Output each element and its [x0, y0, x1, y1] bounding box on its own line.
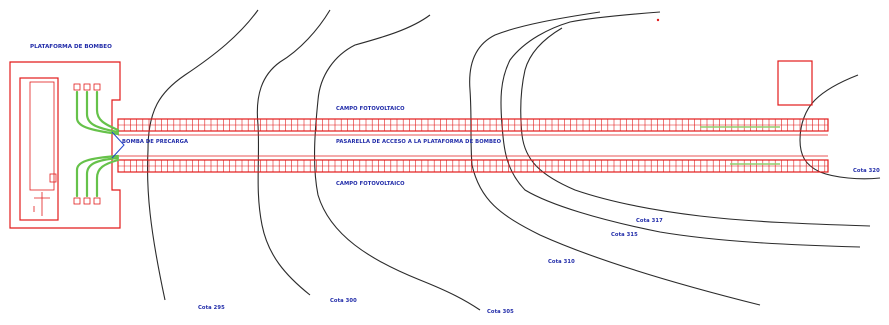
- contour-line-300: [256, 9, 331, 296]
- contour-label-315: Cota 315: [611, 232, 638, 238]
- contour-line-295: [146, 9, 259, 301]
- contour-label-295: Cota 295: [198, 305, 225, 311]
- contour-line-315: [500, 11, 861, 248]
- platform-door: [33, 192, 50, 216]
- walkway-label: PASARELLA DE ACCESO A LA PLATAFORMA DE B…: [336, 139, 502, 145]
- pv-field-label-bottom: CAMPO FOTOVOLTAICO: [336, 181, 405, 187]
- walkway-grid-bottom: [118, 160, 828, 172]
- contour-line-320: [799, 74, 881, 180]
- contour-label-317: Cota 317: [636, 218, 663, 224]
- platform-valves: [73, 83, 101, 205]
- contour-label-310: Cota 310: [548, 259, 575, 265]
- contour-label-305: Cota 305: [487, 309, 514, 315]
- platform-outline: [9, 61, 121, 229]
- pump-label: BOMBA DE PRECARGA: [122, 139, 188, 145]
- contour-label-320: Cota 320: [853, 168, 880, 174]
- platform-pipes: [75, 90, 120, 198]
- contour-line-310: [469, 11, 761, 306]
- walkway-grid-top: [118, 119, 828, 131]
- pump-marker: [111, 131, 125, 159]
- pv-inverter-box: [777, 60, 813, 106]
- platform-building-inner: [29, 81, 55, 191]
- walkway-structure: [117, 118, 829, 173]
- survey-point: [656, 18, 660, 22]
- platform-label: PLATAFORMA DE BOMBEO: [30, 44, 112, 50]
- contour-lines: [146, 9, 881, 311]
- contour-line-305: [313, 14, 481, 311]
- pumping-platform: [9, 61, 125, 229]
- contour-label-300: Cota 300: [330, 298, 357, 304]
- contour-line-317: [520, 27, 871, 227]
- platform-small-box: [49, 173, 57, 183]
- pv-field-label-top: CAMPO FOTOVOLTAICO: [336, 106, 405, 112]
- platform-building: [19, 77, 59, 221]
